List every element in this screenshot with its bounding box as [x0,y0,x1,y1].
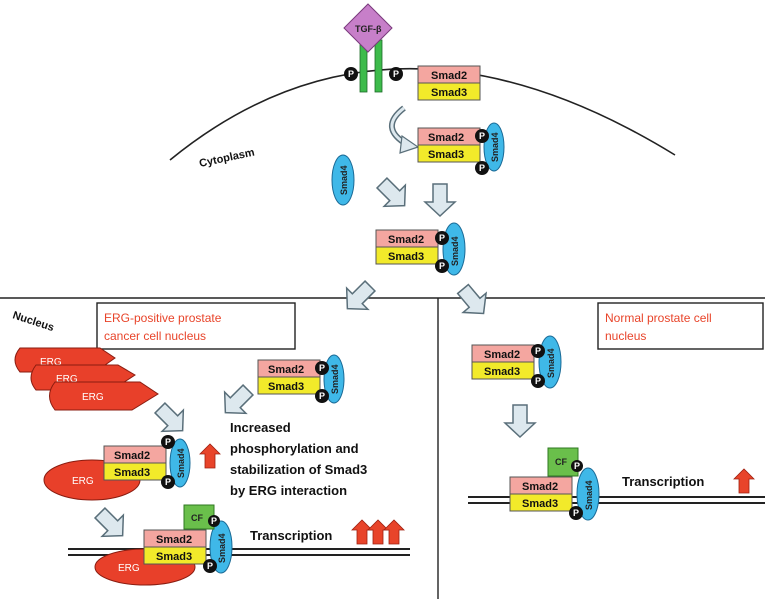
increased-text-line2: phosphorylation and [230,441,359,456]
cytoplasm-label: Cytoplasm [198,146,256,169]
phospho-label: P [535,376,541,386]
smad3-label: Smad3 [484,366,520,378]
smad-complex-erg-incoming: Smad2 Smad3 Smad4 P P [257,354,345,404]
smad2-label: Smad2 [114,450,150,462]
erg-label: ERG [82,392,104,403]
phospho-label: P [439,261,445,271]
erg-positive-box [96,302,296,350]
receptor-right [374,39,383,93]
smad2-label: Smad2 [522,481,558,493]
cofactor-label: CF [191,513,203,523]
phospho-label: P [165,477,171,487]
smad2-label: Smad2 [484,349,520,361]
phospho-circle [344,67,358,81]
smad4-label: Smad4 [584,480,594,510]
erg-label: ERG [40,357,62,368]
phospho-label: P [535,346,541,356]
phospho-label: P [393,69,399,79]
smad4-label: Smad4 [176,448,186,478]
cell-membrane [169,67,676,161]
tgfb-ligand [343,3,393,53]
phospho-circle [389,67,403,81]
phospho-label: P [574,461,580,471]
erg-label: ERG [72,476,94,487]
smad2-label: Smad2 [388,234,424,246]
smad4-label: Smad4 [546,348,556,378]
smad3-label: Smad3 [522,498,558,510]
smad-complex-central: Smad2 Smad3 Smad4 P P [375,222,466,276]
smad4-free: Smad4 [331,154,355,206]
smad-complex-unphosphorylated: Smad2 Smad3 [417,65,481,101]
phospho-label: P [319,391,325,401]
smad3-label: Smad3 [268,381,304,393]
smad3-label: Smad3 [431,87,467,99]
ligand-label: TGF-β [355,24,382,34]
normal-box-title-line1: Normal prostate cell [605,311,712,325]
increased-text-line4: by ERG interaction [230,483,347,498]
phospho-label: P [348,69,354,79]
transcription-right: Transcription [622,474,704,489]
erg-smad-complex: ERG Smad2 Smad3 Smad4 P P [43,435,191,501]
smad2-label: Smad2 [428,132,464,144]
phospho-label: P [207,561,213,571]
erg-box-title-line2: cancer cell nucleus [104,329,206,343]
smad4-label: Smad4 [450,236,460,266]
smad2-label: Smad2 [156,534,192,546]
up-arrow-right [733,468,755,494]
nucleus-label: Nucleus [11,309,55,334]
increased-text-line3: stabilization of Smad3 [230,462,367,477]
erg-label: ERG [118,563,140,574]
smad3-label: Smad3 [428,149,464,161]
normal-nucleus-box [597,302,764,350]
smad-complex-phosphorylated-top: Smad2 Smad3 Smad4 P P [417,122,505,175]
smad4-label: Smad4 [217,533,227,563]
smad3-label: Smad3 [114,467,150,479]
smad4-label: Smad4 [339,165,349,195]
erg-stack: ERG ERG ERG [14,347,159,411]
up-arrow-small [199,443,221,469]
smad2-label: Smad2 [431,70,467,82]
phospho-label: P [211,516,217,526]
smad4-label: Smad4 [490,132,500,162]
smad4-label: Smad4 [330,364,340,394]
smad-complex-normal: Smad2 Smad3 Smad4 P P [471,335,562,389]
up-arrows-triple [351,519,405,545]
smad2-label: Smad2 [268,364,304,376]
phospho-label: P [439,233,445,243]
transcription-left: Transcription [250,528,332,543]
phospho-label: P [479,163,485,173]
smad3-label: Smad3 [388,251,424,263]
smad3-label: Smad3 [156,551,192,563]
bound-complex-left: ERG Smad2 Smad3 Smad4 P CF P [94,504,233,586]
cofactor-label: CF [555,457,567,467]
bound-complex-right: Smad2 Smad3 Smad4 P CF P [509,447,600,521]
phospho-label: P [573,508,579,518]
phospho-label: P [479,131,485,141]
increased-text-line1: Increased [230,420,291,435]
erg-label: ERG [56,374,78,385]
normal-box-title-line2: nucleus [605,329,646,343]
phospho-label: P [165,437,171,447]
erg-box-title-line1: ERG-positive prostate [104,311,222,325]
phospho-label: P [319,363,325,373]
